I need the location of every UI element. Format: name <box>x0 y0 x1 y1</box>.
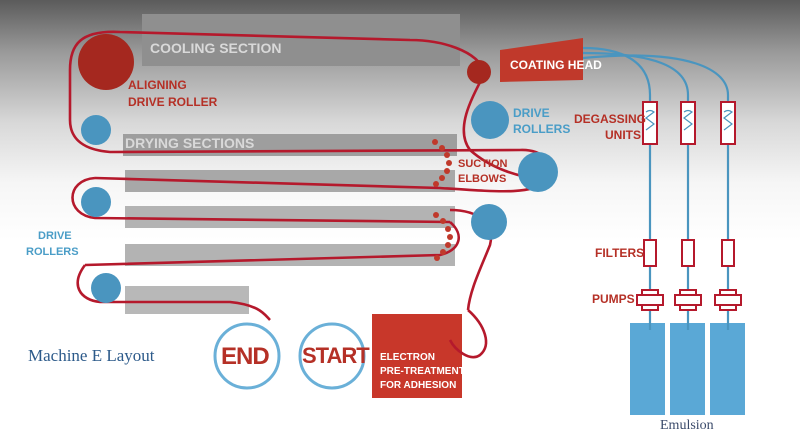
electron-label-1: ELECTRON <box>380 352 435 363</box>
suction-elbows <box>432 139 453 261</box>
web-drying-1 <box>71 176 451 224</box>
electron-pretreatment-box <box>372 314 462 398</box>
feed-line-3 <box>582 54 730 330</box>
pump-1-flange <box>636 294 664 306</box>
web-drying-2 <box>84 221 460 267</box>
web-drying-4 <box>449 208 493 311</box>
start-label: START <box>302 343 370 368</box>
drive-rollers <box>81 101 558 303</box>
emulsion-tank-2 <box>670 323 705 415</box>
aligning-label-line2: DRIVE ROLLER <box>128 95 218 109</box>
filters-label: FILTERS <box>595 246 645 260</box>
end-label: END <box>221 343 270 370</box>
feed-line-1 <box>582 46 652 330</box>
electron-label-2: PRE-TREATMENT <box>380 366 465 377</box>
feed-lines <box>582 46 730 330</box>
end-circle <box>213 322 281 390</box>
page-title: Machine E Layout <box>28 346 155 365</box>
web-end-loop <box>448 309 488 359</box>
degassing-unit-2 <box>680 101 696 145</box>
drive-roller-right-3 <box>471 204 507 240</box>
degassing-unit-3 <box>720 101 736 145</box>
degassing-label-1: DEGASSING <box>574 112 647 126</box>
filter-3 <box>721 239 735 267</box>
emulsion-label: Emulsion <box>660 418 714 433</box>
pump-2-flange <box>674 294 702 306</box>
drive-rollers-right-label-1: DRIVE <box>513 106 550 120</box>
aligning-drive-roller <box>78 34 134 90</box>
drive-roller-right-2 <box>518 152 558 192</box>
drive-rollers-left-label-1: DRIVE <box>38 230 72 242</box>
coating-head-label: COATING HEAD <box>510 58 602 72</box>
pump-3-flange <box>714 294 742 306</box>
degassing-units <box>642 101 736 145</box>
drying-section-block-3 <box>125 206 455 228</box>
drying-sections-label: DRYING SECTIONS <box>125 135 255 151</box>
drive-rollers-left-label-2: ROLLERS <box>26 246 79 258</box>
drive-roller-right-1 <box>471 101 509 139</box>
start-circle <box>298 322 366 390</box>
degassing-label-2: UNITS <box>605 128 641 142</box>
electron-label-3: FOR ADHESION <box>380 380 457 391</box>
drive-roller-left-2 <box>91 273 121 303</box>
coating-roller <box>467 60 491 84</box>
suction-elbows-label-1: SUCTION <box>458 158 508 170</box>
drive-rollers-right-label-2: ROLLERS <box>513 122 571 136</box>
suction-elbows-label-2: ELBOWS <box>458 173 507 185</box>
coating-head-shape <box>500 38 583 82</box>
pumps <box>636 289 742 311</box>
degassing-coils <box>644 109 734 131</box>
cooling-section-label: COOLING SECTION <box>150 40 282 56</box>
drive-roller-top-left <box>81 115 111 145</box>
aligning-label-line1: ALIGNING <box>128 78 187 92</box>
pumps-label: PUMPS <box>592 292 635 306</box>
drive-roller-left-1 <box>81 187 111 217</box>
filter-2 <box>681 239 695 267</box>
web-drying-3 <box>76 264 271 321</box>
drying-section-block-5 <box>125 286 249 314</box>
filter-1 <box>643 239 657 267</box>
feed-line-2 <box>582 51 690 330</box>
emulsion-tank-3 <box>710 323 745 415</box>
emulsion-tank-1 <box>630 323 665 415</box>
filters <box>643 239 735 267</box>
